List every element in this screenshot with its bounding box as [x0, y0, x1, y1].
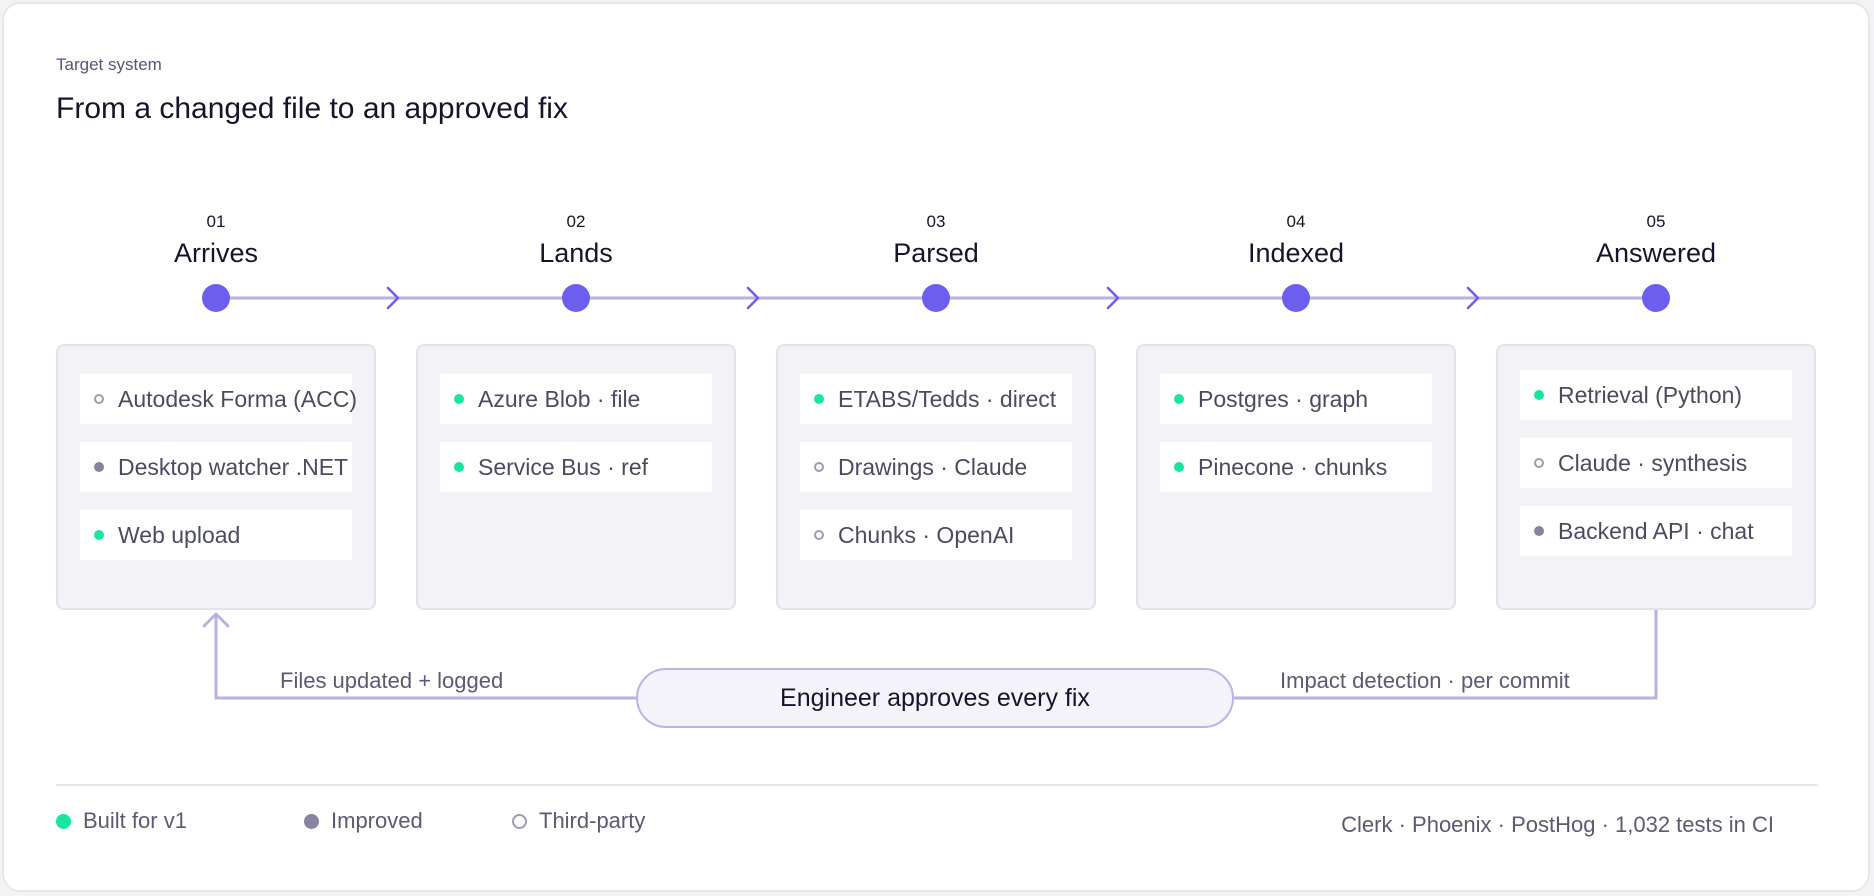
step-card-arrives: Autodesk Forma (ACC) Desktop watcher .NET… — [56, 344, 376, 610]
feedback-loop-lines — [202, 610, 1658, 700]
legend-label: Third-party — [539, 808, 646, 833]
component-item: Autodesk Forma (ACC) — [80, 374, 357, 424]
component-label: Backend API · chat — [1558, 517, 1754, 544]
timeline-arrow — [1466, 286, 1480, 310]
step-number: 03 — [926, 212, 946, 231]
loop-left-label: Files updated + logged — [280, 668, 504, 693]
step-name: Parsed — [893, 238, 979, 268]
component-label: Azure Blob · file — [478, 385, 641, 412]
step-number: 05 — [1646, 212, 1666, 231]
timeline — [202, 284, 1670, 312]
component-label: Chunks · OpenAI — [838, 521, 1015, 548]
status-dot-third — [1534, 458, 1544, 468]
component-item: Postgres · graph — [1160, 374, 1432, 424]
step-number: 01 — [206, 212, 226, 231]
timeline-arrow — [746, 286, 760, 310]
component-item: Pinecone · chunks — [1160, 442, 1432, 492]
component-item: Desktop watcher .NET — [80, 442, 352, 492]
status-dot-built — [454, 394, 464, 404]
status-dot-built — [454, 462, 464, 472]
legend-item-improved: Improved — [304, 808, 423, 834]
loop-up-arrow — [202, 612, 230, 628]
step-number: 02 — [566, 212, 586, 231]
component-item: Web upload — [80, 510, 352, 560]
status-dot-improved — [1534, 526, 1544, 536]
component-item: Backend API · chat — [1520, 506, 1792, 556]
status-dot-third — [814, 462, 824, 472]
component-label: Postgres · graph — [1198, 385, 1369, 412]
component-item: Drawings · Claude — [800, 442, 1072, 492]
status-dot-built — [1534, 390, 1544, 400]
status-dot-built — [1174, 394, 1184, 404]
component-item: Claude · synthesis — [1520, 438, 1792, 488]
step-name: Arrives — [173, 238, 258, 268]
loop-left-line — [214, 616, 636, 700]
status-dot-built — [814, 394, 824, 404]
status-dot-third — [814, 530, 824, 540]
timeline-arrow — [386, 286, 400, 310]
step-number: 04 — [1286, 212, 1306, 231]
component-item: Azure Blob · file — [440, 374, 712, 424]
step-name: Lands — [539, 238, 613, 268]
legend-dot-built — [56, 813, 71, 829]
approval-pill: Engineer approves every fix — [636, 668, 1234, 728]
component-label: Drawings · Claude — [838, 453, 1028, 480]
status-dot-built — [94, 530, 104, 540]
component-label: Pinecone · chunks — [1198, 453, 1388, 480]
step-node-3 — [922, 284, 950, 312]
component-label: ETABS/Tedds · direct — [838, 385, 1057, 412]
footer-credits: Clerk · Phoenix · PostHog · 1,032 tests … — [1341, 812, 1774, 837]
component-item: Chunks · OpenAI — [800, 510, 1072, 560]
legend-dot-third — [512, 813, 527, 829]
component-label: Claude · synthesis — [1558, 449, 1748, 476]
timeline-arrow — [1106, 286, 1120, 310]
component-label: Desktop watcher .NET — [118, 453, 349, 480]
component-item: ETABS/Tedds · direct — [800, 374, 1072, 424]
loop-right-line — [1234, 610, 1658, 700]
status-dot-improved — [94, 462, 104, 472]
legend-item-built: Built for v1 — [56, 808, 187, 834]
step-node-2 — [562, 284, 590, 312]
step-name: Indexed — [1247, 238, 1345, 268]
status-dot-third — [94, 394, 104, 404]
component-label: Service Bus · ref — [478, 453, 648, 480]
component-item: Service Bus · ref — [440, 442, 712, 492]
step-node-5 — [1642, 284, 1670, 312]
component-item: Retrieval (Python) — [1520, 370, 1792, 420]
approval-text: Engineer approves every fix — [780, 683, 1090, 712]
step-node-1 — [202, 284, 230, 312]
legend-dot-improved — [304, 813, 319, 829]
legend-label: Built for v1 — [83, 808, 187, 833]
component-label: Autodesk Forma (ACC) — [118, 385, 358, 412]
legend-item-third: Third-party — [512, 808, 645, 834]
step-node-4 — [1282, 284, 1310, 312]
footer-divider — [56, 784, 1818, 786]
component-label: Retrieval (Python) — [1558, 381, 1743, 408]
loop-right-label: Impact detection · per commit — [1280, 668, 1570, 693]
component-label: Web upload — [118, 521, 241, 548]
status-dot-built — [1174, 462, 1184, 472]
diagram-title: From a changed file to an approved fix — [56, 92, 568, 125]
step-name: Answered — [1595, 238, 1717, 268]
legend-label: Improved — [331, 808, 423, 833]
eyebrow: Target system — [56, 55, 162, 74]
